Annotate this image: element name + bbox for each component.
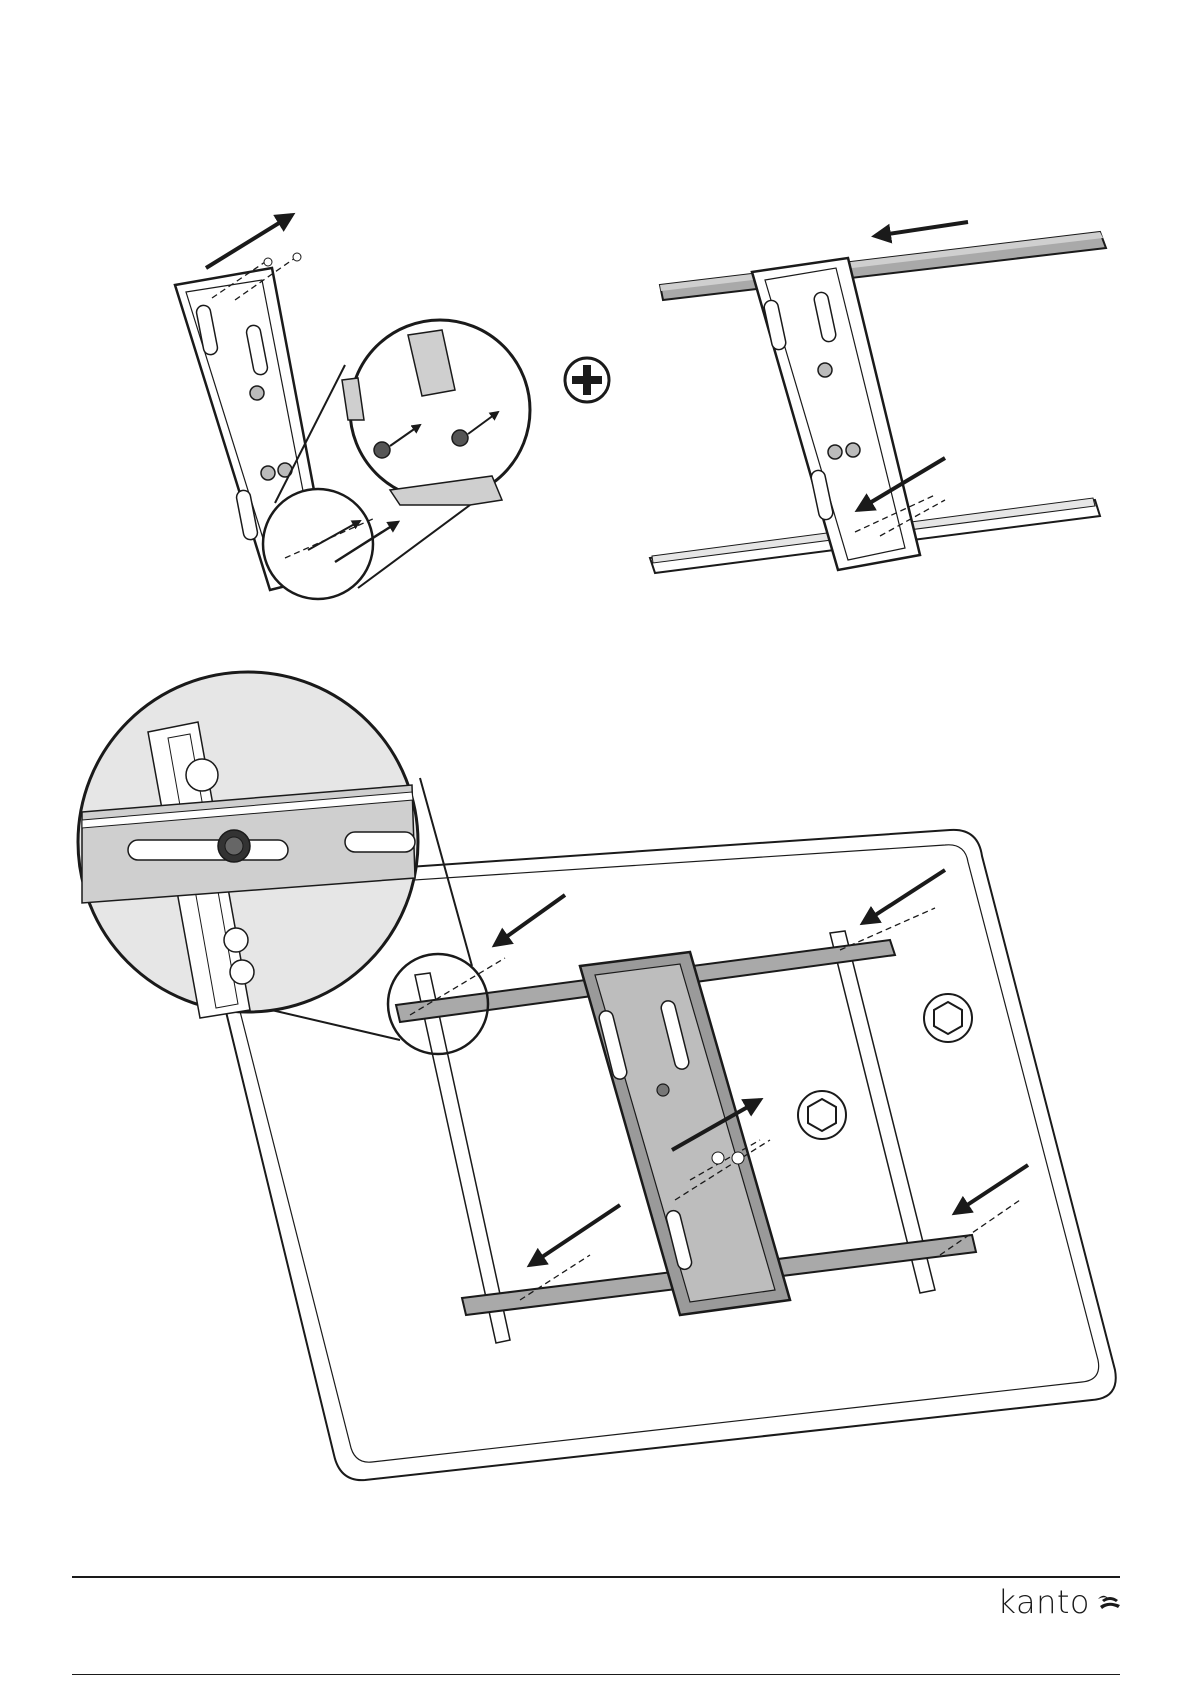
- kanto-bird-logo-icon: [1096, 1590, 1122, 1614]
- brand-wordmark: kanto: [998, 1583, 1090, 1621]
- tv-mounting-step: [78, 672, 1116, 1480]
- brand-logo: kanto: [998, 1583, 1122, 1621]
- phillips-screwdriver-icon: [565, 358, 609, 402]
- assembly-illustrations: [0, 0, 1192, 1560]
- page-bottom-rule: [72, 1674, 1120, 1675]
- footer-divider: [72, 1576, 1120, 1578]
- bracket-assembly-step: [175, 215, 530, 599]
- rails-attached-step: [650, 222, 1106, 573]
